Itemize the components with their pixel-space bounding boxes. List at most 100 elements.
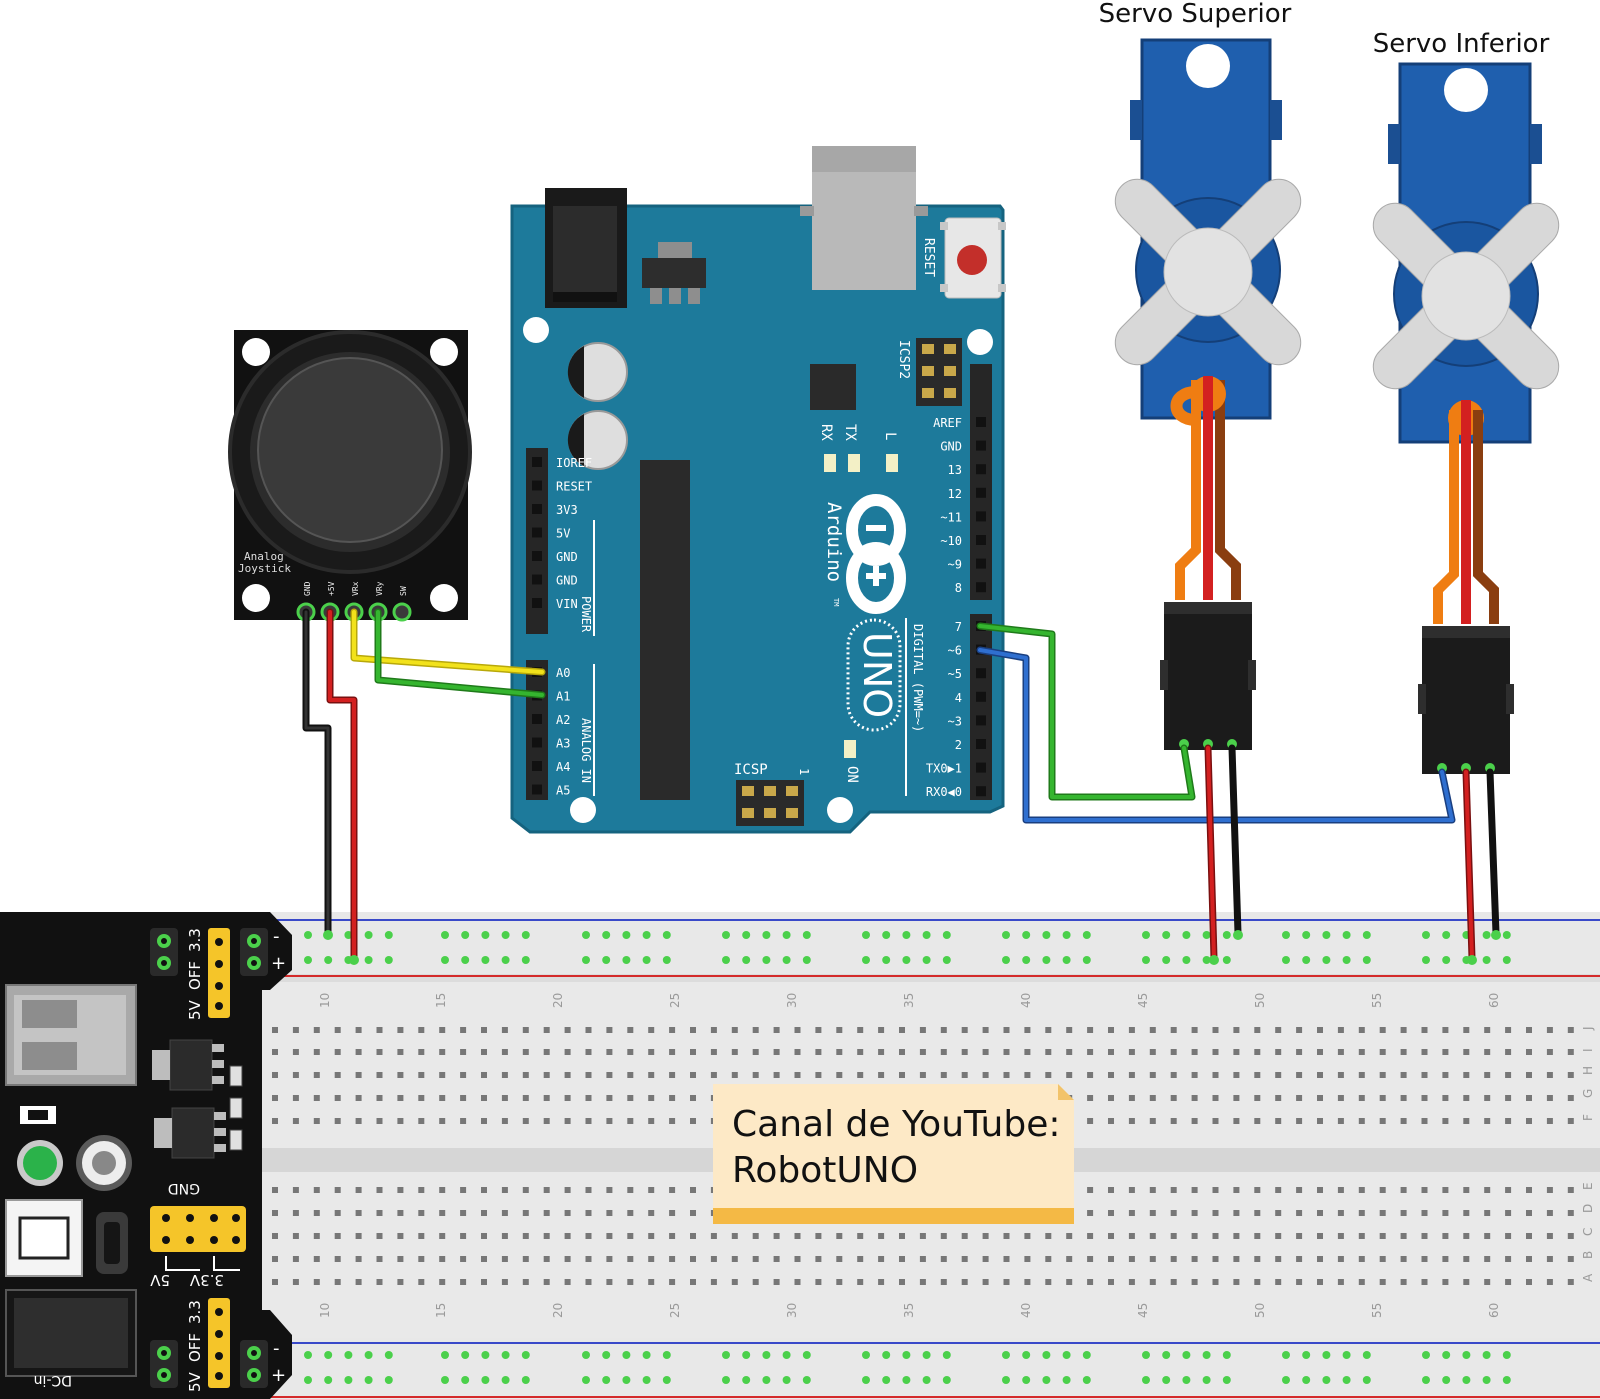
breadboard-hole[interactable] bbox=[272, 1210, 278, 1216]
breadboard-hole[interactable] bbox=[773, 1233, 780, 1239]
breadboard-hole[interactable] bbox=[669, 1027, 676, 1033]
breadboard-hole[interactable] bbox=[585, 1118, 592, 1124]
breadboard-hole[interactable] bbox=[334, 1210, 341, 1216]
breadboard-hole[interactable] bbox=[418, 1072, 425, 1078]
breadboard-hole[interactable] bbox=[899, 1027, 905, 1033]
breadboard-hole[interactable] bbox=[1149, 1072, 1156, 1078]
rail-hole[interactable] bbox=[1282, 956, 1290, 964]
rail-hole[interactable] bbox=[1162, 1351, 1171, 1359]
breadboard-hole[interactable] bbox=[1212, 1072, 1219, 1078]
breadboard-hole[interactable] bbox=[564, 1279, 571, 1285]
rail-hole[interactable] bbox=[1162, 1376, 1171, 1384]
breadboard-hole[interactable] bbox=[397, 1118, 404, 1124]
breadboard-hole[interactable] bbox=[460, 1118, 467, 1124]
breadboard-hole[interactable] bbox=[1212, 1256, 1219, 1262]
breadboard-hole[interactable] bbox=[397, 1187, 404, 1193]
rail-hole[interactable] bbox=[1422, 1376, 1430, 1384]
breadboard-hole[interactable] bbox=[731, 1049, 738, 1055]
breadboard-hole[interactable] bbox=[1379, 1187, 1386, 1193]
breadboard-hole[interactable] bbox=[1358, 1027, 1365, 1033]
slide-switch[interactable] bbox=[96, 1212, 128, 1274]
breadboard-hole[interactable] bbox=[1317, 1210, 1323, 1216]
breadboard-hole[interactable] bbox=[418, 1049, 425, 1055]
breadboard-hole[interactable] bbox=[1275, 1279, 1282, 1285]
breadboard-hole[interactable] bbox=[669, 1095, 676, 1101]
rail-hole[interactable] bbox=[324, 956, 333, 964]
breadboard-hole[interactable] bbox=[1463, 1027, 1470, 1033]
rail-hole[interactable] bbox=[1442, 1351, 1451, 1359]
breadboard-hole[interactable] bbox=[1358, 1210, 1365, 1216]
breadboard-hole[interactable] bbox=[1024, 1256, 1031, 1262]
rail-hole[interactable] bbox=[1002, 931, 1010, 939]
breadboard-hole[interactable] bbox=[648, 1279, 655, 1285]
rail-hole[interactable] bbox=[1142, 1351, 1150, 1359]
breadboard-hole[interactable] bbox=[543, 1027, 550, 1033]
rail-hole[interactable] bbox=[501, 1351, 510, 1359]
breadboard-hole[interactable] bbox=[313, 1118, 320, 1124]
breadboard-hole[interactable] bbox=[1546, 1233, 1553, 1239]
rail-hole[interactable] bbox=[922, 1376, 931, 1384]
breadboard-hole[interactable] bbox=[1526, 1279, 1532, 1285]
breadboard-hole[interactable] bbox=[1379, 1027, 1386, 1033]
breadboard-hole[interactable] bbox=[1442, 1027, 1449, 1033]
breadboard-hole[interactable] bbox=[1170, 1095, 1177, 1101]
rail-hole[interactable] bbox=[862, 1376, 870, 1384]
breadboard-hole[interactable] bbox=[376, 1187, 383, 1193]
breadboard-hole[interactable] bbox=[1128, 1072, 1135, 1078]
breadboard-hole[interactable] bbox=[794, 1072, 801, 1078]
breadboard-hole[interactable] bbox=[836, 1256, 843, 1262]
breadboard-hole[interactable] bbox=[1484, 1118, 1491, 1124]
breadboard-hole[interactable] bbox=[857, 1233, 864, 1239]
rail-hole[interactable] bbox=[642, 956, 651, 964]
rail-hole[interactable] bbox=[344, 931, 353, 939]
breadboard-hole[interactable] bbox=[1546, 1072, 1553, 1078]
breadboard-hole[interactable] bbox=[585, 1187, 592, 1193]
rail-hole[interactable] bbox=[1322, 1376, 1331, 1384]
breadboard-hole[interactable] bbox=[585, 1233, 592, 1239]
rail-hole[interactable] bbox=[1062, 956, 1071, 964]
breadboard-hole[interactable] bbox=[1275, 1095, 1282, 1101]
breadboard-hole[interactable] bbox=[878, 1027, 885, 1033]
breadboard-hole[interactable] bbox=[627, 1233, 634, 1239]
breadboard-hole[interactable] bbox=[1066, 1049, 1073, 1055]
header-pin[interactable] bbox=[976, 464, 986, 475]
rail-hole[interactable] bbox=[1282, 1376, 1290, 1384]
breadboard-hole[interactable] bbox=[1526, 1095, 1532, 1101]
breadboard-hole[interactable] bbox=[1066, 1256, 1073, 1262]
breadboard-hole[interactable] bbox=[1296, 1118, 1303, 1124]
breadboard-hole[interactable] bbox=[481, 1233, 487, 1239]
rail-hole[interactable] bbox=[1482, 1376, 1491, 1384]
breadboard-hole[interactable] bbox=[899, 1049, 905, 1055]
rail-hole[interactable] bbox=[862, 931, 870, 939]
breadboard-hole[interactable] bbox=[899, 1279, 905, 1285]
breadboard-hole[interactable] bbox=[1254, 1072, 1261, 1078]
breadboard-hole[interactable] bbox=[648, 1072, 655, 1078]
breadboard-hole[interactable] bbox=[1066, 1233, 1073, 1239]
breadboard-hole[interactable] bbox=[1149, 1095, 1156, 1101]
breadboard-hole[interactable] bbox=[460, 1210, 467, 1216]
header-pin[interactable] bbox=[532, 574, 542, 585]
header-pin[interactable] bbox=[976, 762, 986, 773]
breadboard-hole[interactable] bbox=[606, 1187, 613, 1193]
breadboard-hole[interactable] bbox=[627, 1072, 634, 1078]
breadboard-hole[interactable] bbox=[460, 1049, 467, 1055]
rail-hole[interactable] bbox=[1002, 1376, 1010, 1384]
breadboard-hole[interactable] bbox=[1484, 1279, 1491, 1285]
breadboard-hole[interactable] bbox=[1463, 1210, 1470, 1216]
breadboard-hole[interactable] bbox=[1087, 1256, 1094, 1262]
breadboard-hole[interactable] bbox=[1233, 1095, 1240, 1101]
rail-hole[interactable] bbox=[1342, 1351, 1351, 1359]
breadboard-hole[interactable] bbox=[1317, 1256, 1323, 1262]
breadboard-hole[interactable] bbox=[355, 1027, 362, 1033]
rail-hole[interactable] bbox=[722, 956, 730, 964]
breadboard-hole[interactable] bbox=[1003, 1279, 1010, 1285]
breadboard-hole[interactable] bbox=[418, 1027, 425, 1033]
rail-hole[interactable] bbox=[1322, 1351, 1331, 1359]
rail-hole[interactable] bbox=[1162, 931, 1171, 939]
header-pin[interactable] bbox=[976, 715, 986, 726]
breadboard-hole[interactable] bbox=[1484, 1027, 1491, 1033]
rail-hole[interactable] bbox=[602, 1351, 611, 1359]
breadboard-hole[interactable] bbox=[1337, 1233, 1344, 1239]
breadboard-hole[interactable] bbox=[272, 1072, 278, 1078]
breadboard-hole[interactable] bbox=[648, 1187, 655, 1193]
